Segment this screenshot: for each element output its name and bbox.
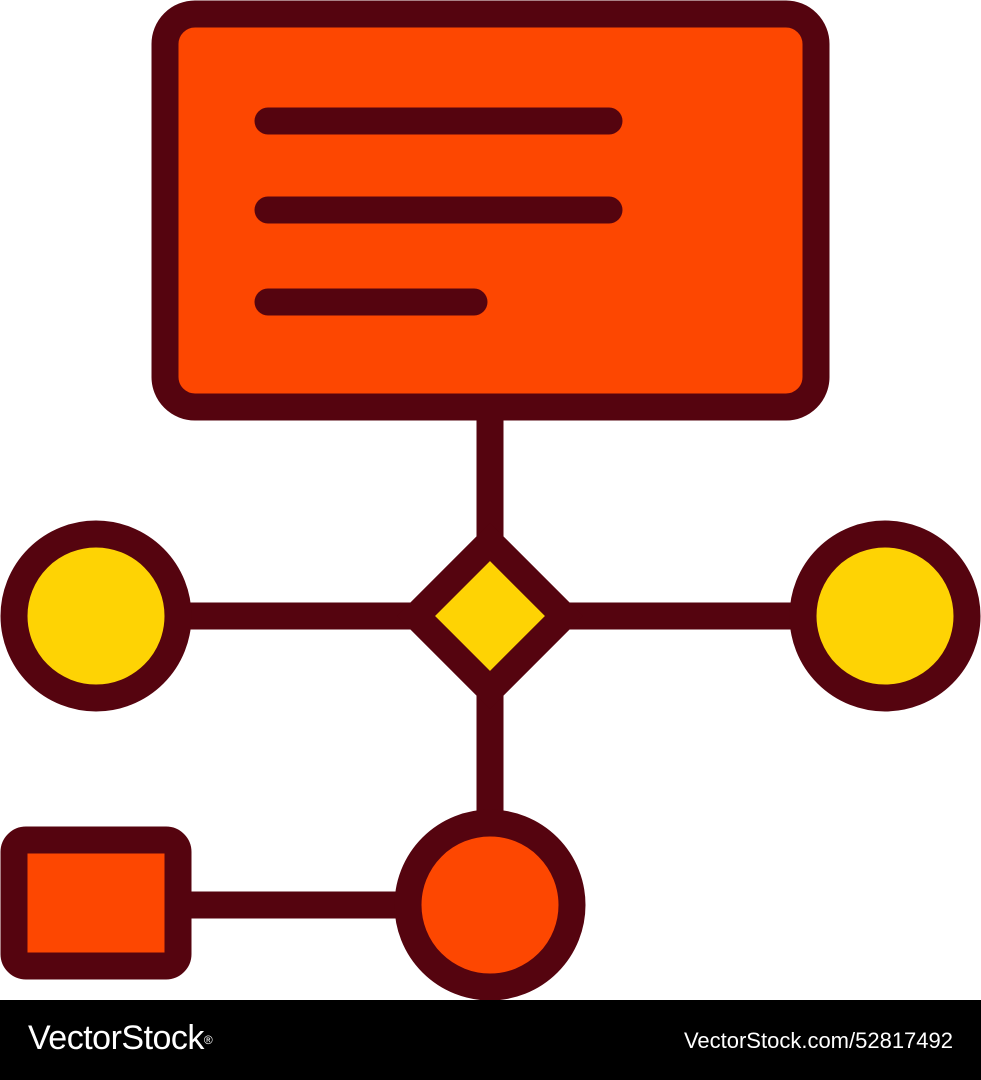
watermark-url: VectorStock.com/52817492 (683, 1028, 953, 1053)
watermark-brand-text: VectorStock (28, 1019, 204, 1057)
watermark-bar: VectorStock® VectorStock.com/52817492 (0, 1000, 981, 1080)
flowchart-icon (0, 0, 981, 1000)
watermark-registered-mark: ® (203, 1033, 213, 1047)
square-node (0, 826, 192, 980)
right-circle-node (789, 520, 981, 712)
bottom-circle-node (394, 809, 586, 1000)
left-circle-node (0, 520, 192, 712)
decision-diamond (396, 522, 584, 710)
watermark-brand: VectorStock® (28, 1018, 213, 1058)
